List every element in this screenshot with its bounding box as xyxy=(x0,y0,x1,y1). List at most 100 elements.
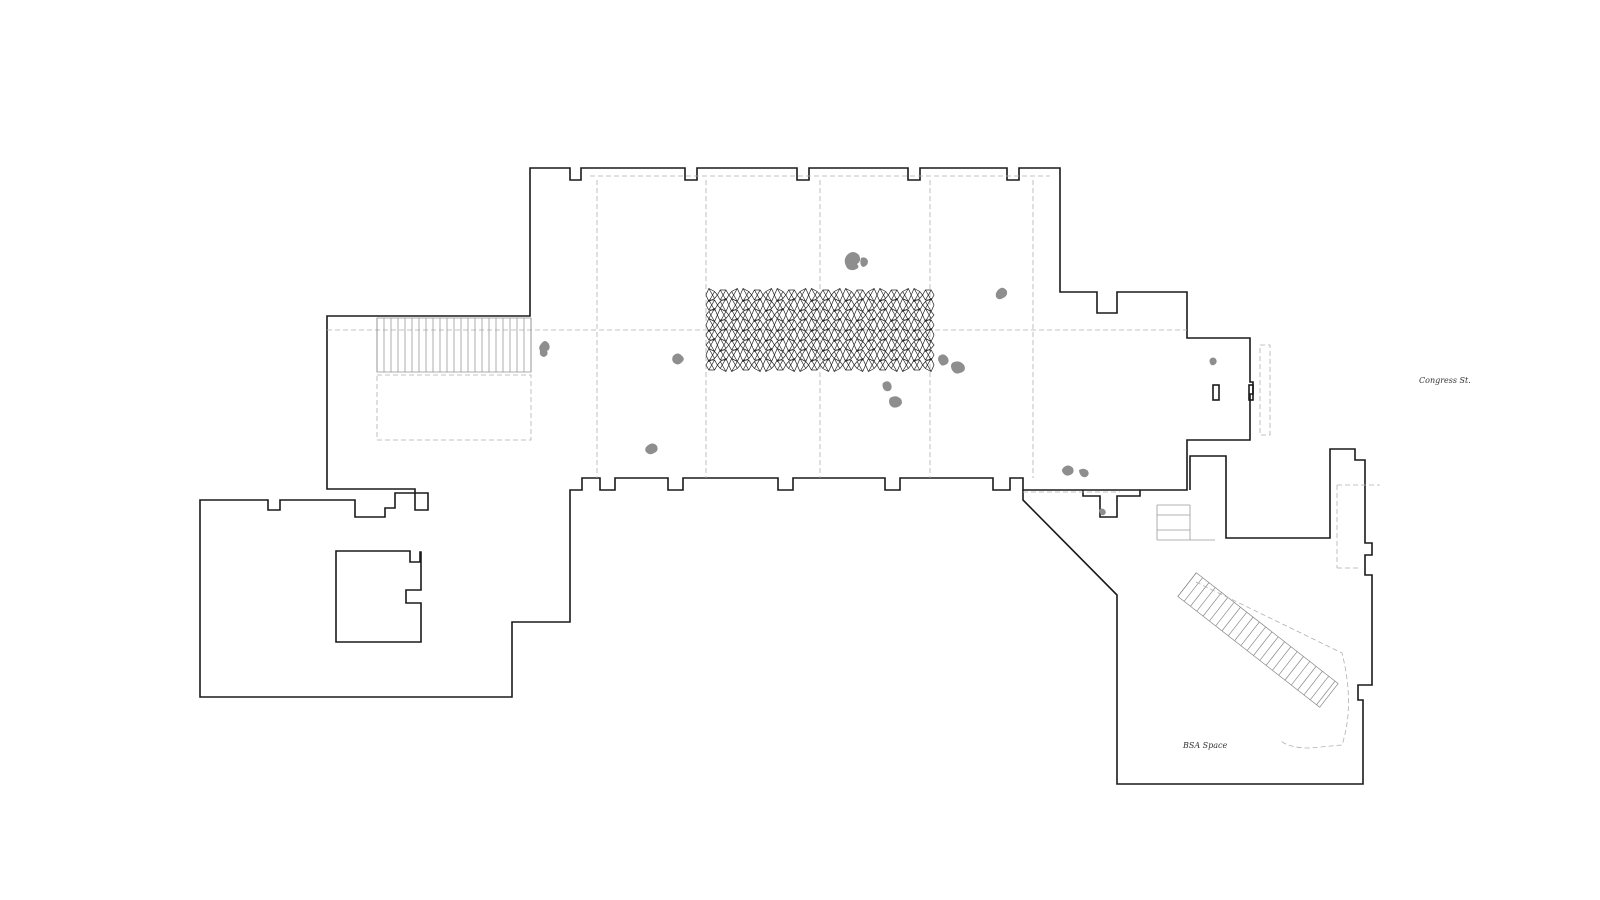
door-markers xyxy=(1212,384,1254,401)
mesh-cell xyxy=(910,359,924,371)
mesh-cell xyxy=(751,328,764,342)
mesh-cell xyxy=(922,349,935,361)
mesh-cell xyxy=(876,329,889,341)
mesh-cell xyxy=(751,338,764,352)
mesh-cell xyxy=(865,298,878,312)
mesh-cell xyxy=(910,288,924,302)
mesh-cell xyxy=(785,298,798,312)
mesh-cell xyxy=(774,288,787,302)
mesh-cell xyxy=(910,308,923,322)
mesh-cell xyxy=(751,298,764,312)
mesh-cell xyxy=(751,289,764,301)
escalator-step xyxy=(1177,572,1197,597)
mesh-cell xyxy=(796,309,810,321)
mesh-cell xyxy=(796,288,809,302)
structural-grid xyxy=(327,175,1380,569)
mesh-cell xyxy=(888,308,901,322)
mesh-cell xyxy=(739,308,752,322)
figure xyxy=(539,341,550,357)
mesh-cell xyxy=(705,308,718,322)
mesh-cell xyxy=(887,298,901,312)
escalator-step xyxy=(1291,661,1311,686)
escalator-step xyxy=(1221,607,1241,632)
escalator-step xyxy=(1253,631,1273,656)
mesh-cell xyxy=(831,358,844,372)
mesh-cell xyxy=(728,309,741,321)
mesh-cell xyxy=(728,288,741,302)
mesh-cell xyxy=(796,318,809,332)
mesh-cell xyxy=(842,299,855,311)
bsa-space-wall xyxy=(1022,448,1373,785)
mesh-cell xyxy=(853,289,867,301)
mesh-cell xyxy=(785,289,798,301)
mesh-cell xyxy=(808,338,821,352)
mesh-cell xyxy=(842,329,855,341)
mesh-cell xyxy=(796,358,810,372)
mesh-cell xyxy=(796,348,809,362)
mesh-cell xyxy=(831,328,844,342)
escalator-step xyxy=(1228,611,1248,637)
mesh-cell xyxy=(922,319,935,331)
mesh-cell xyxy=(876,348,889,362)
mesh-cell xyxy=(762,339,775,351)
mesh-cell xyxy=(785,328,798,342)
mesh-cell xyxy=(751,358,764,372)
mesh-cell xyxy=(773,299,787,311)
mesh-cell xyxy=(899,339,912,351)
mesh-cell xyxy=(910,348,924,362)
mesh-cell xyxy=(842,338,855,352)
mesh-cell xyxy=(887,319,901,331)
mesh-cell xyxy=(705,329,718,341)
mesh-cell xyxy=(899,318,912,332)
mesh-cell xyxy=(762,358,775,372)
mesh-cell xyxy=(774,348,787,362)
mesh-cell xyxy=(819,349,832,361)
mesh-cell xyxy=(705,348,718,362)
figure xyxy=(951,361,965,374)
figure xyxy=(1099,508,1106,516)
mesh-cell xyxy=(819,319,832,331)
mesh-cell xyxy=(705,359,718,371)
mesh-cell xyxy=(922,338,935,352)
mesh-cell xyxy=(728,348,741,362)
mesh-cell xyxy=(762,298,775,312)
mesh-cell xyxy=(876,299,889,311)
main-hall-wall xyxy=(199,167,1254,698)
mesh-cell xyxy=(899,328,912,342)
mesh-cell xyxy=(762,318,775,332)
mesh-cell xyxy=(922,289,935,301)
mesh-cell xyxy=(887,289,901,301)
mesh-cell xyxy=(785,358,798,372)
mesh-cell xyxy=(830,348,844,362)
mesh-cell xyxy=(728,298,741,312)
mesh-cell xyxy=(705,288,718,302)
mesh-cell xyxy=(899,309,912,321)
mesh-cell xyxy=(819,358,832,372)
escalator-step xyxy=(1190,582,1210,607)
mesh-cell xyxy=(739,288,753,302)
mesh-cell xyxy=(796,298,810,312)
step-detail xyxy=(1156,504,1215,541)
mesh-cell xyxy=(751,319,764,331)
mesh-cell xyxy=(876,308,889,322)
mesh-cell xyxy=(865,328,878,342)
mesh-cell xyxy=(830,309,844,321)
mesh-cell xyxy=(808,308,821,322)
mesh-cell xyxy=(842,288,855,302)
escalator xyxy=(1177,572,1339,708)
mesh-cell xyxy=(876,288,889,302)
figure xyxy=(938,354,949,366)
visitor-figures xyxy=(539,252,1217,516)
street-label: Congress St. xyxy=(1419,376,1471,385)
mesh-cell xyxy=(910,329,924,341)
escalator-step xyxy=(1297,666,1317,691)
escalator-step xyxy=(1284,656,1304,681)
mesh-cell xyxy=(796,339,810,351)
mesh-installation xyxy=(705,288,935,372)
mesh-cell xyxy=(716,289,730,301)
mesh-cell xyxy=(716,298,730,312)
mesh-cell xyxy=(853,308,867,322)
escalator-step xyxy=(1246,626,1266,651)
mesh-cell xyxy=(922,298,935,312)
mesh-cell xyxy=(910,338,923,352)
